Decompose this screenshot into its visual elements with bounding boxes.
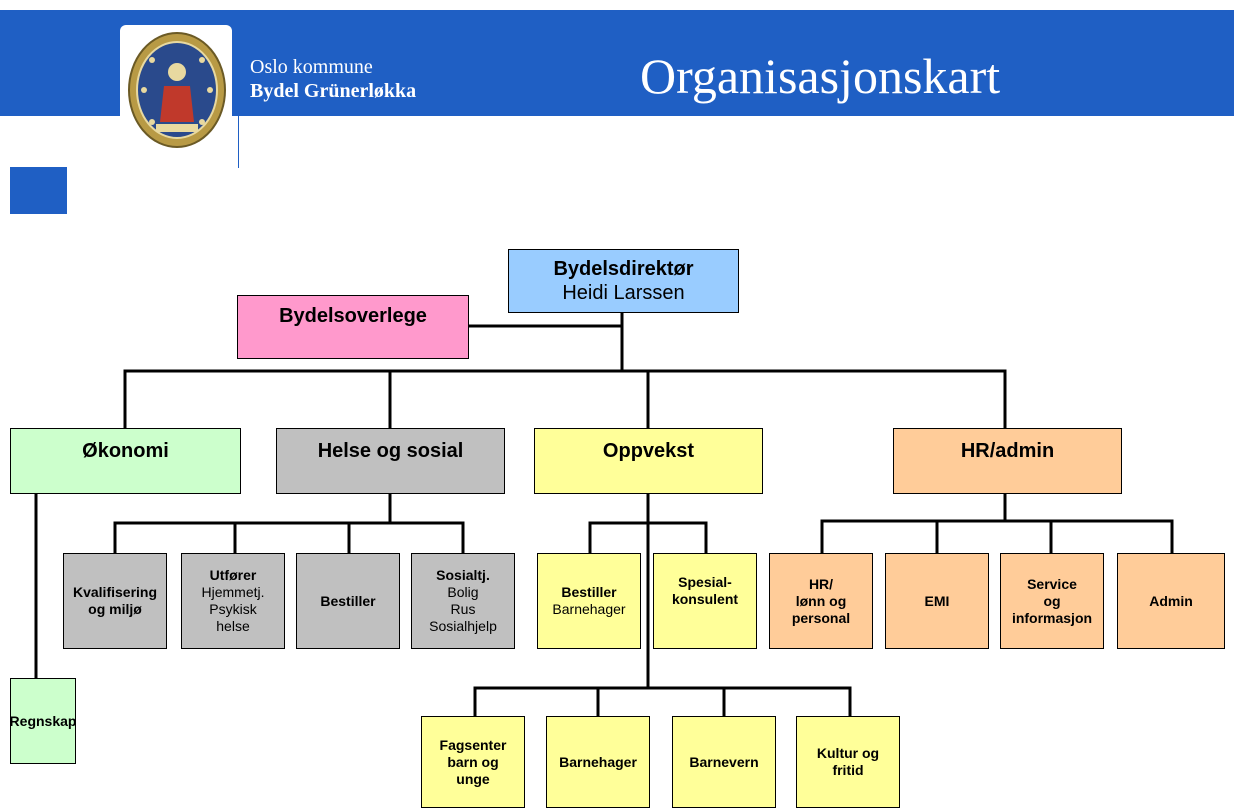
kultur-og-fritid-box: Kultur og fritid [796,716,900,808]
org-line-2: Bydel Grünerløkka [250,80,417,102]
admin-label: Admin [1149,592,1193,609]
hr-lonn-personal-box: HR/ lønn og personal [769,553,873,649]
barnevern-label: Barnevern [689,753,759,770]
kvalifisering-line-1: Kvalifisering [72,584,158,600]
page-title: Organisasjonskart [640,48,1001,104]
oslo-city-seal-icon [128,32,226,148]
director-title: Bydelsdirektør [553,258,694,280]
service-og-informasjon-box: Service og informasjon [1000,553,1104,649]
spesialkonsulent-line-1: Spesial- [678,574,732,590]
service-line-3: informasjon [1011,609,1093,626]
sosialtj-box: Sosialtj. Bolig Rus Sosialhjelp [411,553,515,649]
utforer-line-1: Hjemmetj. [201,584,265,600]
hr-admin-box: HR/admin [893,428,1122,494]
kultur-line-2: fritid [832,762,864,778]
bydelsoverlege-label: Bydelsoverlege [279,305,427,327]
utforer-line-3: helse [216,618,250,634]
service-line-1: Service [1027,575,1077,592]
sosialtj-line-1: Bolig [447,584,479,600]
fagsenter-line-2: barn og [447,753,499,770]
bestiller-barnehager-title: Bestiller [561,584,617,600]
okonomi-box: Økonomi [10,428,241,494]
utforer-box: Utfører Hjemmetj. Psykisk helse [181,553,285,649]
sosialtj-line-3: Sosialhjelp [429,618,497,634]
bestiller-barnehager-box: Bestiller Barnehager [537,553,641,649]
hr-lonn-line-1: HR/ [808,575,834,592]
kvalifisering-box: Kvalifisering og miljø [63,553,167,649]
utforer-line-2: Psykisk [209,601,257,617]
kvalifisering-line-2: og miljø [88,601,142,617]
barnevern-box: Barnevern [672,716,776,808]
service-line-2: og [1043,592,1061,609]
accent-square [10,167,67,214]
director-name: Heidi Larssen [562,282,685,304]
org-line-1: Oslo kommune [250,56,373,78]
emi-label: EMI [924,592,950,609]
utforer-title: Utfører [209,567,257,583]
hr-lonn-line-3: personal [791,609,851,626]
regnskap-box: Regnskap [10,678,76,764]
hr-lonn-line-2: lønn og [795,592,847,609]
admin-box: Admin [1117,553,1225,649]
hr-admin-label: HR/admin [960,440,1055,462]
helse-og-sosial-box: Helse og sosial [276,428,505,494]
helse-og-sosial-label: Helse og sosial [317,440,464,462]
kultur-line-1: Kultur og [816,745,880,761]
director-box: Bydelsdirektør Heidi Larssen [508,249,739,313]
bestiller-barnehager-sub: Barnehager [552,601,626,617]
header-divider [238,28,239,168]
fagsenter-line-3: unge [456,770,490,787]
spesialkonsulent-line-2: konsulent [671,591,739,607]
fagsenter-box: Fagsenter barn og unge [421,716,525,808]
bestiller-helse-label: Bestiller [320,592,376,609]
barnehager-label: Barnehager [559,753,637,770]
spesialkonsulent-box: Spesial- konsulent [653,553,757,649]
oppvekst-label: Oppvekst [602,440,695,462]
sosialtj-line-2: Rus [450,601,476,617]
sosialtj-title: Sosialtj. [436,567,490,583]
organization-name: Oslo kommune Bydel Grünerløkka [250,55,416,103]
bestiller-helse-box: Bestiller [296,553,400,649]
bydelsoverlege-box: Bydelsoverlege [237,295,469,359]
emi-box: EMI [885,553,989,649]
fagsenter-line-1: Fagsenter [439,736,507,753]
barnehager-box: Barnehager [546,716,650,808]
regnskap-label: Regnskap [9,712,77,729]
okonomi-label: Økonomi [82,440,169,462]
oppvekst-box: Oppvekst [534,428,763,494]
